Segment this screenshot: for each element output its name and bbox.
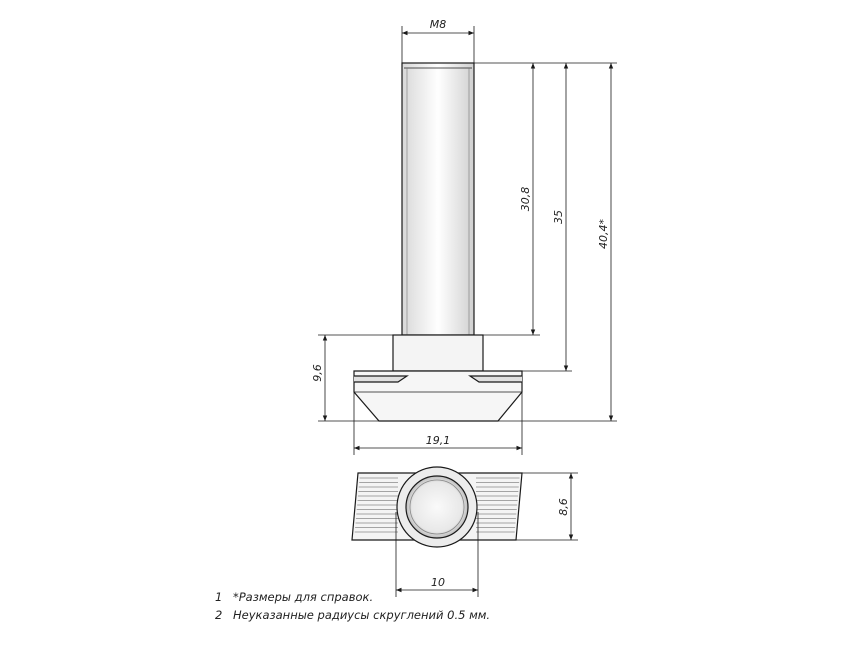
dim-head-width: 19,1 xyxy=(426,434,451,447)
bolt-shank xyxy=(401,62,475,336)
dim-nut-diameter: 10 xyxy=(431,576,445,589)
note-text: Неуказанные радиусы скруглений 0.5 мм. xyxy=(233,608,491,622)
dimension-lines xyxy=(318,26,617,597)
dim-head-height: 9,6 xyxy=(311,364,324,382)
nut-top-view xyxy=(351,466,523,548)
note-number: 2 xyxy=(215,608,223,622)
dim-total-length: 40,4* xyxy=(597,219,610,249)
bolt-collar xyxy=(392,334,484,372)
nut-hole xyxy=(405,475,469,539)
dim-shank-length: 35 xyxy=(552,210,565,224)
nut-knurl-lines xyxy=(354,477,520,533)
note-2: 2 Неуказанные радиусы скруглений 0.5 мм. xyxy=(215,608,490,622)
note-text: *Размеры для справок. xyxy=(233,590,374,604)
dim-thread: M8 xyxy=(430,18,447,31)
bolt-front-view xyxy=(353,62,523,422)
note-number: 1 xyxy=(215,590,223,604)
dim-thread-length: 30,8 xyxy=(519,187,532,212)
note-1: 1 *Размеры для справок. xyxy=(215,590,373,604)
dim-nut-width: 8,6 xyxy=(557,498,570,516)
